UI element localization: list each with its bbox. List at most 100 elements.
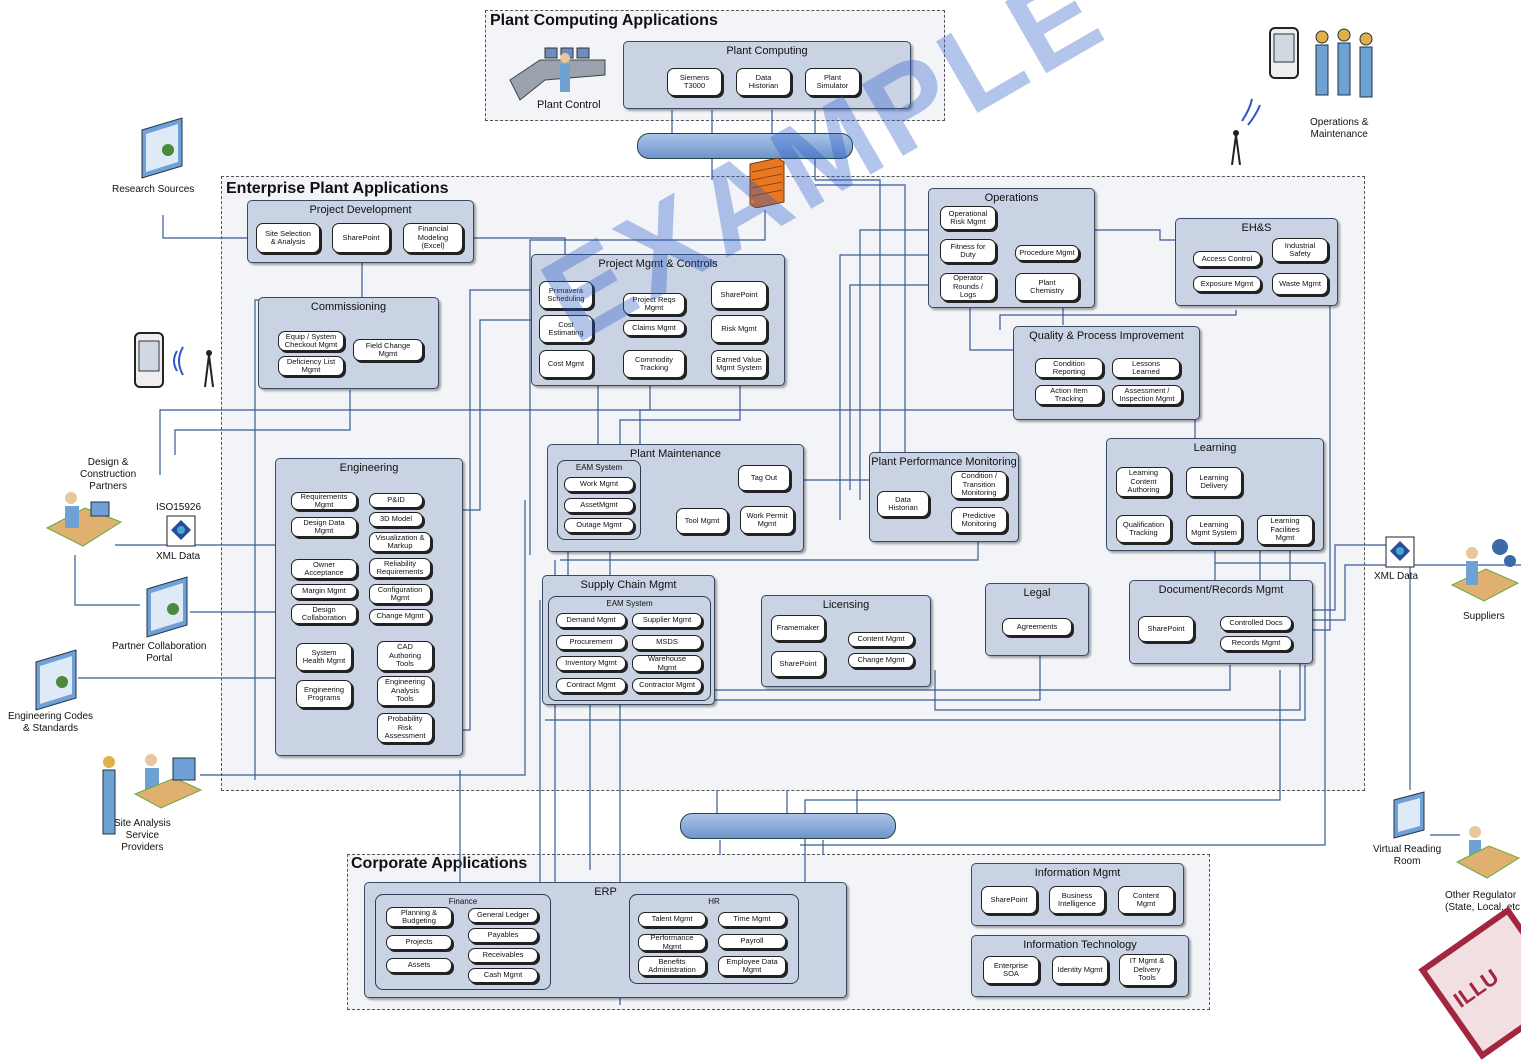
projects-pill[interactable]: Projects bbox=[386, 935, 452, 950]
risk-mgmt-pill[interactable]: Risk Mgmt bbox=[711, 315, 767, 343]
plant-simulator-pill[interactable]: Plant Simulator bbox=[805, 68, 860, 96]
outage-mgmt-pill[interactable]: Outage Mgmt bbox=[564, 518, 634, 533]
operator-rounds-pill[interactable]: Operator Rounds / Logs bbox=[940, 273, 996, 301]
cad-authoring-pill[interactable]: CAD Authoring Tools bbox=[377, 641, 433, 671]
probability-risk-pill[interactable]: Probability Risk Assessment bbox=[377, 713, 433, 743]
lessons-learned-pill[interactable]: Lessons Learned bbox=[1112, 358, 1180, 378]
payables-pill[interactable]: Payables bbox=[468, 928, 538, 943]
controlled-docs-pill[interactable]: Controlled Docs bbox=[1220, 616, 1292, 631]
claims-mgmt-pill[interactable]: Claims Mgmt bbox=[623, 320, 685, 336]
assessment-inspection-pill[interactable]: Assessment / Inspection Mgmt bbox=[1112, 385, 1182, 405]
procedure-mgmt-pill[interactable]: Procedure Mgmt bbox=[1015, 245, 1079, 261]
predictive-monitoring-pill[interactable]: Predictive Monitoring bbox=[951, 507, 1007, 533]
cost-mgmt-pill[interactable]: Cost Mgmt bbox=[539, 350, 593, 378]
demand-mgmt-pill[interactable]: Demand Mgmt bbox=[556, 613, 626, 628]
pid-pill[interactable]: P&ID bbox=[369, 493, 423, 508]
action-item-pill[interactable]: Action Item Tracking bbox=[1035, 385, 1103, 405]
msds-pill[interactable]: MSDS bbox=[632, 635, 702, 650]
plant-chemistry-pill[interactable]: Plant Chemistry bbox=[1015, 273, 1079, 301]
procurement-pill[interactable]: Procurement bbox=[556, 635, 626, 650]
warehouse-mgmt-pill[interactable]: Warehouse Mgmt bbox=[632, 654, 702, 672]
learning-content-pill[interactable]: Learning Content Authoring bbox=[1116, 467, 1171, 497]
cost-estimating-pill[interactable]: Cost Estimating bbox=[539, 315, 593, 343]
tag-out-pill[interactable]: Tag Out bbox=[738, 465, 790, 491]
system-health-pill[interactable]: System Health Mgmt bbox=[296, 643, 352, 671]
requirements-mgmt-pill[interactable]: Requirements Mgmt bbox=[291, 492, 357, 510]
planning-budgeting-pill[interactable]: Planning & Budgeting bbox=[386, 907, 452, 927]
margin-mgmt-pill[interactable]: Margin Mgmt bbox=[291, 584, 357, 599]
benefits-admin-pill[interactable]: Benefits Administration bbox=[638, 956, 706, 976]
equip-checkout-pill[interactable]: Equip / System Checkout Mgmt bbox=[278, 331, 344, 351]
work-mgmt-pill[interactable]: Work Mgmt bbox=[564, 477, 634, 492]
industrial-safety-pill[interactable]: Industrial Safety bbox=[1272, 238, 1328, 262]
qualification-tracking-pill[interactable]: Qualification Tracking bbox=[1116, 515, 1171, 543]
engineering-analysis-pill[interactable]: Engineering Analysis Tools bbox=[377, 676, 433, 706]
exposure-mgmt-pill[interactable]: Exposure Mgmt bbox=[1193, 276, 1261, 292]
receivables-pill[interactable]: Receivables bbox=[468, 948, 538, 963]
employee-data-pill[interactable]: Employee Data Mgmt bbox=[718, 956, 786, 976]
supplier-mgmt-pill[interactable]: Supplier Mgmt bbox=[632, 613, 702, 628]
content-mgmt-pill[interactable]: Content Mgmt bbox=[848, 632, 914, 647]
change-mgmt-pill[interactable]: Change Mgmt bbox=[369, 609, 431, 624]
operational-risk-pill[interactable]: Operational Risk Mgmt bbox=[940, 206, 996, 230]
project-reqs-pill[interactable]: Project Reqs Mgmt bbox=[623, 293, 685, 315]
fitness-duty-pill[interactable]: Fitness for Duty bbox=[940, 239, 996, 263]
primavera-pill[interactable]: Primavera Scheduling bbox=[539, 281, 593, 309]
payroll-pill[interactable]: Payroll bbox=[718, 934, 786, 949]
work-permit-pill[interactable]: Work Permit Mgmt bbox=[740, 506, 794, 534]
owner-acceptance-pill[interactable]: Owner Acceptance bbox=[291, 559, 357, 579]
agreements-pill[interactable]: Agreements bbox=[1002, 618, 1072, 636]
3d-model-pill[interactable]: 3D Model bbox=[369, 512, 423, 527]
design-collaboration-pill[interactable]: Design Collaboration bbox=[291, 604, 357, 624]
sharepoint-pill[interactable]: SharePoint bbox=[981, 886, 1037, 914]
identity-mgmt-pill[interactable]: Identity Mgmt bbox=[1052, 956, 1108, 984]
sharepoint-pill[interactable]: SharePoint bbox=[1138, 616, 1194, 642]
change-mgmt-pill[interactable]: Change Mgmt bbox=[848, 653, 914, 668]
plant-performance-group: Plant Performance Monitoring Data Histor… bbox=[869, 452, 1019, 542]
records-mgmt-pill[interactable]: Records Mgmt bbox=[1220, 636, 1292, 651]
data-historian-pill[interactable]: Data Historian bbox=[736, 68, 791, 96]
reliability-req-pill[interactable]: Reliability Requirements bbox=[369, 558, 431, 578]
it-mgmt-tools-pill[interactable]: IT Mgmt & Delivery Tools bbox=[1119, 954, 1175, 986]
tool-mgmt-pill[interactable]: Tool Mgmt bbox=[676, 508, 728, 534]
earned-value-pill[interactable]: Earned Value Mgmt System bbox=[711, 350, 767, 378]
time-mgmt-pill[interactable]: Time Mgmt bbox=[718, 912, 786, 927]
cash-mgmt-pill[interactable]: Cash Mgmt bbox=[468, 968, 538, 983]
enterprise-soa-pill[interactable]: Enterprise SOA bbox=[983, 956, 1039, 984]
waste-mgmt-pill[interactable]: Waste Mgmt bbox=[1272, 273, 1328, 295]
field-change-pill[interactable]: Field Change Mgmt bbox=[353, 339, 423, 361]
financial-modeling-pill[interactable]: Financial Modeling (Excel) bbox=[403, 223, 463, 253]
engineering-programs-pill[interactable]: Engineering Programs bbox=[296, 680, 352, 708]
learning-delivery-pill[interactable]: Learning Delivery bbox=[1186, 467, 1242, 497]
data-historian-pill[interactable]: Data Historian bbox=[877, 491, 929, 517]
contractor-mgmt-pill[interactable]: Contractor Mgmt bbox=[632, 678, 702, 693]
siemens-t3000-pill[interactable]: Siemens T3000 bbox=[667, 68, 722, 96]
eam-subgroup: EAM System Work Mgmt AssetMgmt Outage Mg… bbox=[557, 460, 641, 540]
condition-monitoring-pill[interactable]: Condition / Transition Monitoring bbox=[951, 471, 1007, 499]
learning-mgmt-system-pill[interactable]: Learning Mgmt System bbox=[1186, 515, 1242, 543]
sharepoint-pill[interactable]: SharePoint bbox=[771, 651, 825, 677]
site-selection-pill[interactable]: Site Selection & Analysis bbox=[256, 223, 320, 253]
framemaker-pill[interactable]: Framemaker bbox=[771, 615, 825, 641]
configuration-mgmt-pill[interactable]: Configuration Mgmt bbox=[369, 584, 431, 604]
content-mgmt-pill[interactable]: Content Mgmt bbox=[1118, 886, 1174, 914]
contract-mgmt-pill[interactable]: Contract Mgmt bbox=[556, 678, 626, 693]
visualization-pill[interactable]: Visualization & Markup bbox=[369, 532, 431, 552]
performance-mgmt-pill[interactable]: Performance Mgmt bbox=[638, 933, 706, 951]
assets-pill[interactable]: Assets bbox=[386, 958, 452, 973]
inventory-mgmt-pill[interactable]: Inventory Mgmt bbox=[556, 656, 626, 671]
design-data-pill[interactable]: Design Data Mgmt bbox=[291, 517, 357, 537]
talent-mgmt-pill[interactable]: Talent Mgmt bbox=[638, 912, 706, 927]
access-control-pill[interactable]: Access Control bbox=[1193, 251, 1261, 267]
plant-control-console-icon bbox=[505, 40, 615, 110]
commodity-tracking-pill[interactable]: Commodity Tracking bbox=[623, 350, 685, 378]
learning-facilities-pill[interactable]: Learning Facilities Mgmt bbox=[1257, 515, 1313, 545]
sharepoint-pill[interactable]: SharePoint bbox=[711, 281, 767, 309]
general-ledger-pill[interactable]: General Ledger bbox=[468, 908, 538, 923]
sharepoint-pill[interactable]: SharePoint bbox=[332, 223, 390, 253]
condition-reporting-pill[interactable]: Condition Reporting bbox=[1035, 358, 1103, 378]
business-intelligence-pill[interactable]: Business Intelligence bbox=[1049, 886, 1105, 914]
asset-mgmt-pill[interactable]: AssetMgmt bbox=[564, 498, 634, 513]
standards-page-icon bbox=[34, 648, 80, 717]
deficiency-list-pill[interactable]: Deficiency List Mgmt bbox=[278, 356, 344, 376]
